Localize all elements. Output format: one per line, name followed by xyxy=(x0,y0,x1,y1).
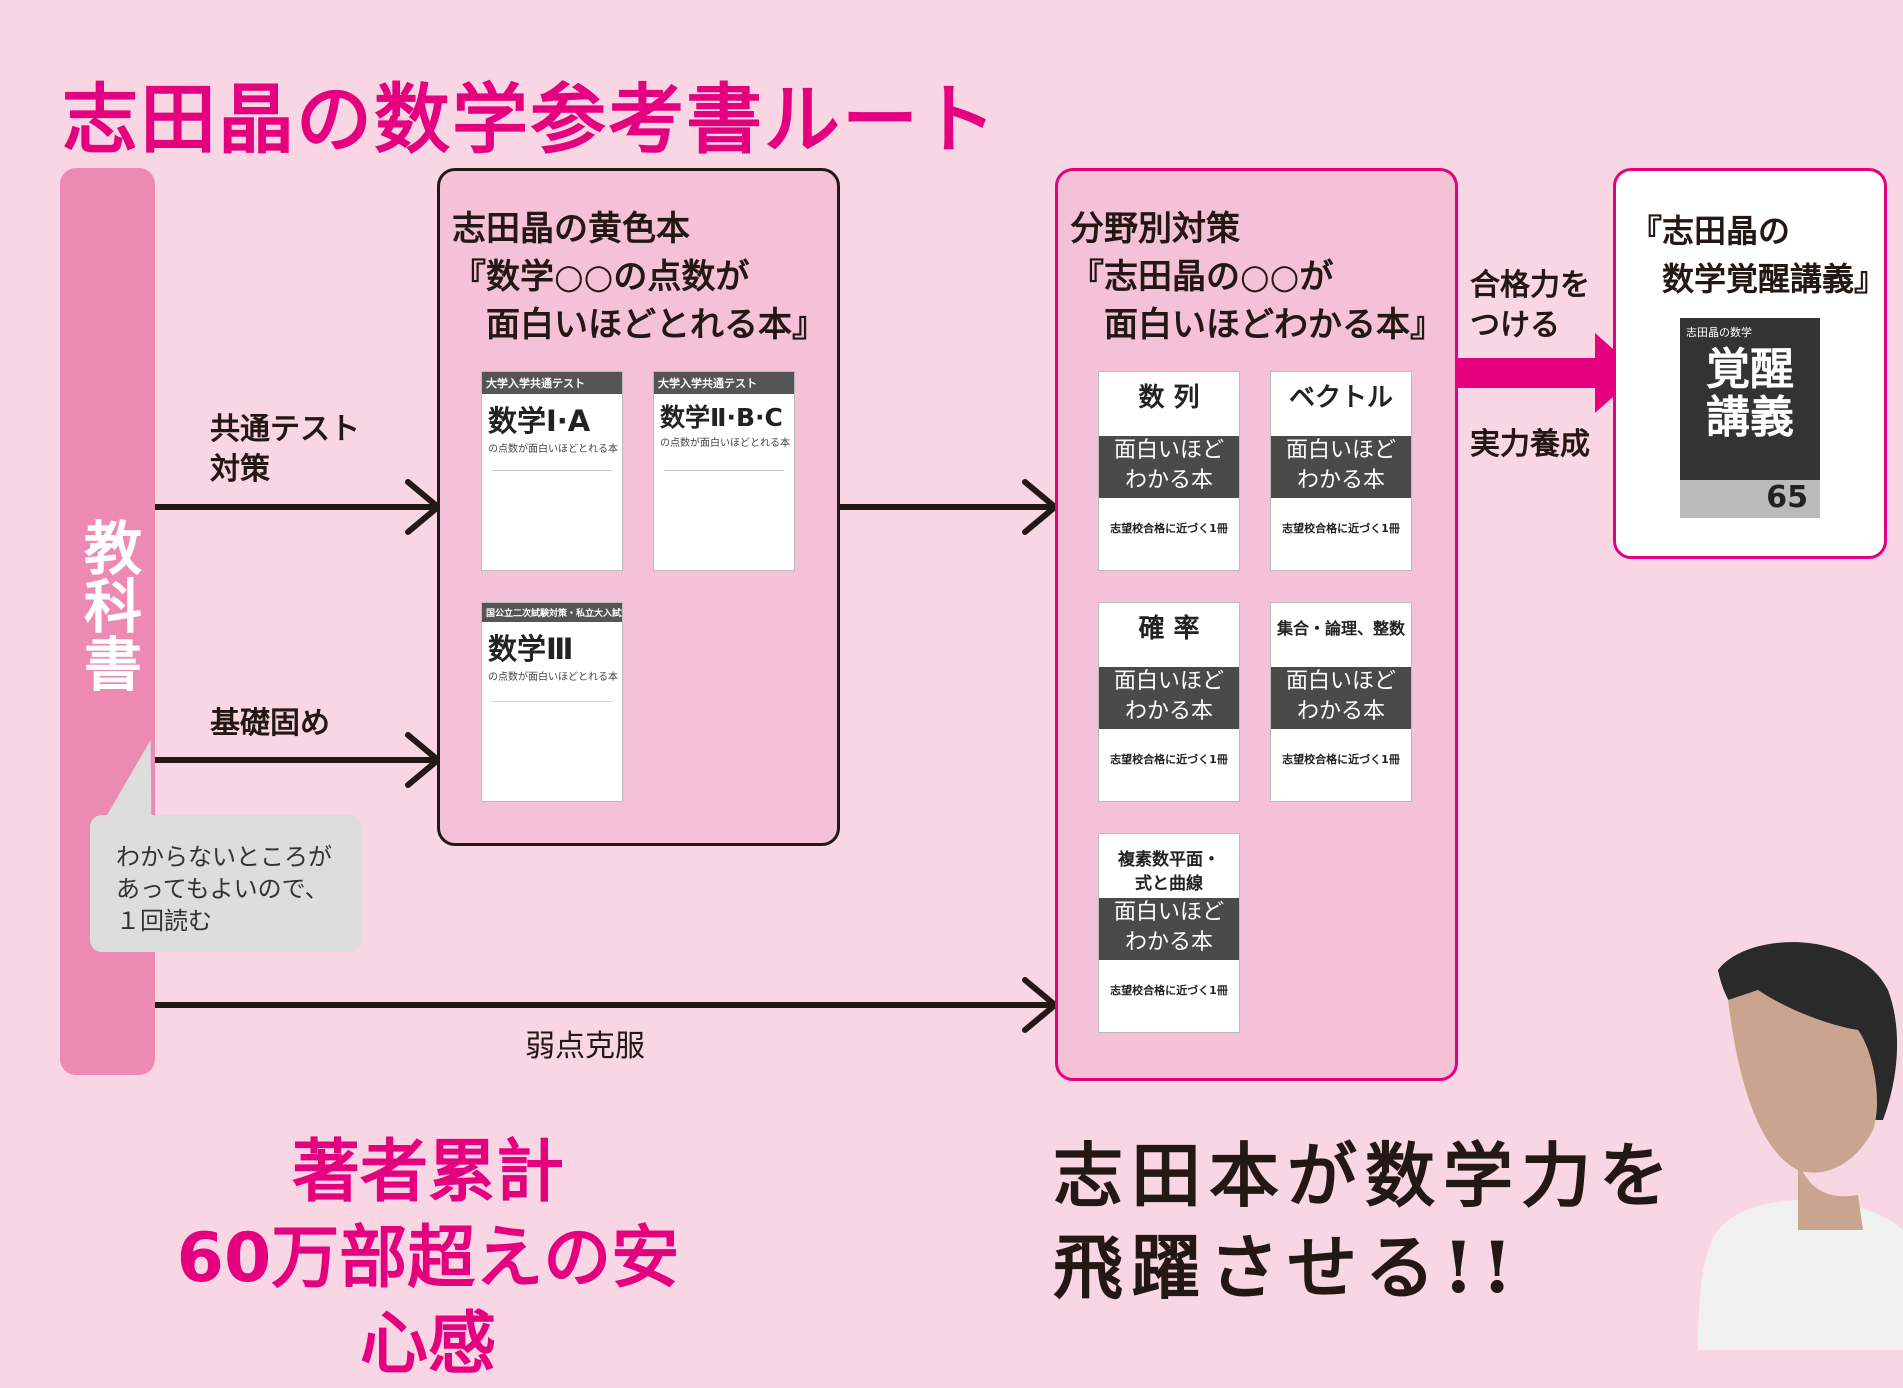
book-title: 数学Ⅰ·A xyxy=(488,404,591,438)
book-awakening-lecture: 志田晶の数学 覚醒 講義 65 xyxy=(1680,318,1820,518)
book-series: 面白いほど わかる本 xyxy=(1099,436,1239,498)
book-number: 65 xyxy=(1680,480,1820,518)
sales-claim: 著者累計 60万部超えの安心感 xyxy=(176,1133,680,1384)
book-title: 集合・論理、整数 xyxy=(1276,619,1405,638)
book-title: 複素数平面・ 式と曲線 xyxy=(1118,850,1220,894)
book-illustration xyxy=(492,701,612,781)
book-illustration xyxy=(492,470,612,550)
book-math-2bc: 大学入学共通テスト 数学Ⅱ·B·C の点数が面白いほどとれる本 xyxy=(654,372,794,570)
author-portrait xyxy=(1658,930,1903,1350)
book-title: ベクトル xyxy=(1288,383,1393,413)
book-title: 確 率 xyxy=(1138,614,1200,644)
book-band: 国公立二次試験対策・私立大入試対策 xyxy=(482,603,622,622)
book-subtitle: の点数が面白いほどとれる本 xyxy=(660,438,790,449)
book-subtitle: の点数が面白いほどとれる本 xyxy=(488,672,618,683)
book-band: 大学入学共通テスト xyxy=(654,372,794,394)
book-series: 面白いほど わかる本 xyxy=(1099,667,1239,729)
note-bubble: わからないところが あってもよいので、 １回読む xyxy=(90,815,362,952)
route-label-pass-power: 合格力を つける xyxy=(1470,268,1590,343)
page: 志田晶の数学参考書ルート 教科書 わからないところが あってもよいので、 １回読… xyxy=(60,75,1903,1384)
book-tagline: 志望校合格に近づく1冊 xyxy=(1110,984,1228,997)
book-subtitle: の点数が面白いほどとれる本 xyxy=(488,444,618,455)
book-tagline: 志望校合格に近づく1冊 xyxy=(1110,753,1228,766)
book-title: 数学Ⅲ xyxy=(488,632,574,666)
route-arrows xyxy=(152,333,1640,1033)
book-illustration xyxy=(664,470,784,550)
book-vectors: ベクトル 面白いほど わかる本 志望校合格に近づく1冊 xyxy=(1271,372,1411,570)
book-series: 面白いほど わかる本 xyxy=(1271,667,1411,729)
textbook-label: 教科書 xyxy=(74,518,142,692)
book-sets-logic-integers: 集合・論理、整数 面白いほど わかる本 志望校合格に近づく1冊 xyxy=(1271,603,1411,801)
book-tagline: 志望校合格に近づく1冊 xyxy=(1282,753,1400,766)
page-title: 志田晶の数学参考書ルート xyxy=(62,75,998,164)
field-book-header: 分野別対策 『志田晶の○○が 面白いほどわかる本』 xyxy=(1070,209,1444,345)
book-tagline: 志望校合格に近づく1冊 xyxy=(1110,522,1228,535)
route-label-basics: 基礎固め xyxy=(210,706,330,741)
book-probability: 確 率 面白いほど わかる本 志望校合格に近づく1冊 xyxy=(1099,603,1239,801)
book-tagline: 志望校合格に近づく1冊 xyxy=(1282,522,1400,535)
book-math-3: 国公立二次試験対策・私立大入試対策 数学Ⅲ の点数が面白いほどとれる本 xyxy=(482,603,622,801)
book-title: 数学Ⅱ·B·C xyxy=(660,403,783,432)
book-band: 大学入学共通テスト xyxy=(482,372,622,394)
slogan: 志田本が数学力を 飛躍させる!! xyxy=(1053,1134,1677,1309)
book-math-1a: 大学入学共通テスト 数学Ⅰ·A の点数が面白いほどとれる本 xyxy=(482,372,622,570)
book-series: 面白いほど わかる本 xyxy=(1271,436,1411,498)
book-sequences: 数 列 面白いほど わかる本 志望校合格に近づく1冊 xyxy=(1099,372,1239,570)
book-title: 数 列 xyxy=(1138,383,1200,413)
yellow-book-header: 志田晶の黄色本 『数学○○の点数が 面白いほどとれる本』 xyxy=(452,209,826,345)
awakening-header: 『志田晶の 数学覚醒講義』 xyxy=(1630,212,1887,298)
arrow-to-awakening xyxy=(1452,333,1640,413)
book-top-text: 志田晶の数学 xyxy=(1686,326,1752,339)
route-label-real-power: 実力養成 xyxy=(1470,427,1590,462)
route-label-common-test: 共通テスト 対策 xyxy=(210,412,360,487)
book-title: 覚醒 講義 xyxy=(1706,344,1794,443)
book-complex-plane: 複素数平面・ 式と曲線 面白いほど わかる本 志望校合格に近づく1冊 xyxy=(1099,834,1239,1032)
note-bubble-text: わからないところが あってもよいので、 １回読む xyxy=(116,843,332,935)
route-label-weakness: 弱点克服 xyxy=(525,1029,645,1064)
book-series: 面白いほど わかる本 xyxy=(1099,898,1239,960)
